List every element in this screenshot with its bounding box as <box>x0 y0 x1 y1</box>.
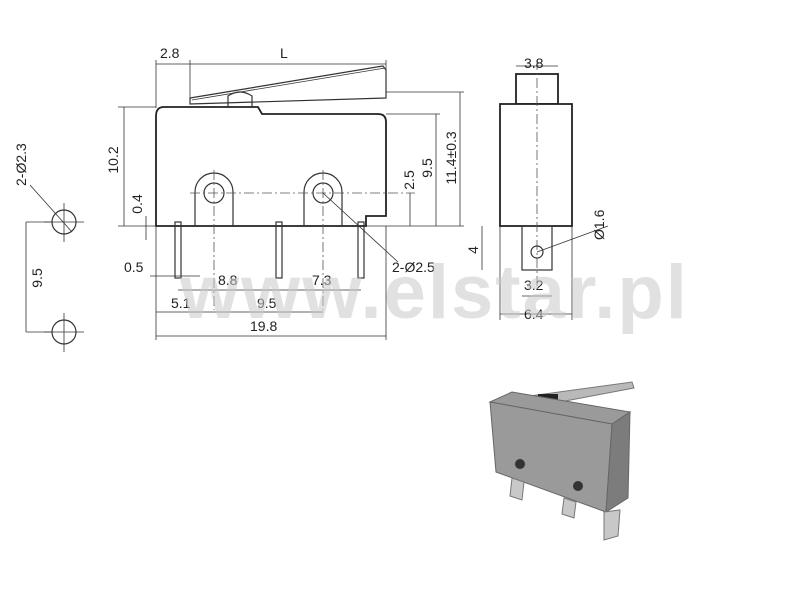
photo-hole-right <box>573 481 583 491</box>
dim-6-4: 6.4 <box>524 306 544 322</box>
photo-terminal-3 <box>603 509 621 541</box>
dim-9-5-vertical: 9.5 <box>419 158 435 178</box>
pcb-hole-diameter-label: 2-Ø2.3 <box>13 143 29 186</box>
dim-5-1: 5.1 <box>171 295 191 311</box>
dim-7-3: 7.3 <box>312 272 332 288</box>
photo-terminal-2 <box>561 497 577 519</box>
dim-0-5: 0.5 <box>124 259 144 275</box>
actuator-button <box>227 91 253 109</box>
dim-11-4: 11.4±0.3 <box>443 131 459 185</box>
photo-side-face <box>605 411 631 513</box>
dim-d1-6: Ø1.6 <box>591 209 607 240</box>
dim-9-5-horizontal: 9.5 <box>257 295 277 311</box>
photo-hole-left <box>515 459 525 469</box>
pcb-hole-leader <box>29 184 73 233</box>
dim-10-2: 10.2 <box>105 146 121 173</box>
pcb-spacing-label: 9.5 <box>29 268 45 288</box>
dim-3-8: 3.8 <box>524 55 544 71</box>
dim-2-d2-5: 2-Ø2.5 <box>392 259 435 275</box>
dim-3-2: 3.2 <box>524 277 544 293</box>
photo-terminal-1 <box>509 477 525 501</box>
terminal-left <box>174 221 182 279</box>
dim-4: 4 <box>465 246 481 254</box>
lever-arm <box>189 65 387 105</box>
terminal-right <box>357 221 365 279</box>
side-view: 3.8 Ø1.6 4 3.2 6.4 <box>465 55 609 322</box>
switch-photo <box>488 381 635 541</box>
front-view: 2.8 L 10.2 0.4 2.5 9.5 11.4±0.3 2-Ø2.5 0… <box>105 45 464 340</box>
hole-leader <box>322 192 399 263</box>
side-body <box>499 103 573 227</box>
dim-L: L <box>280 45 288 61</box>
dim-8-8: 8.8 <box>218 272 238 288</box>
lever-edge <box>191 67 386 101</box>
terminal-middle <box>275 221 283 279</box>
side-hole-leader <box>536 225 609 253</box>
switch-body-outline <box>155 106 387 227</box>
dim-19-8: 19.8 <box>250 318 277 334</box>
pcb-hole-pattern: 9.5 2-Ø2.3 <box>13 143 84 352</box>
dim-2-8: 2.8 <box>160 45 180 61</box>
watermark-text: www.elstar.pl <box>179 250 689 335</box>
dim-2-5: 2.5 <box>401 170 417 190</box>
dim-0-4: 0.4 <box>129 194 145 214</box>
side-terminal-hole <box>530 245 544 259</box>
